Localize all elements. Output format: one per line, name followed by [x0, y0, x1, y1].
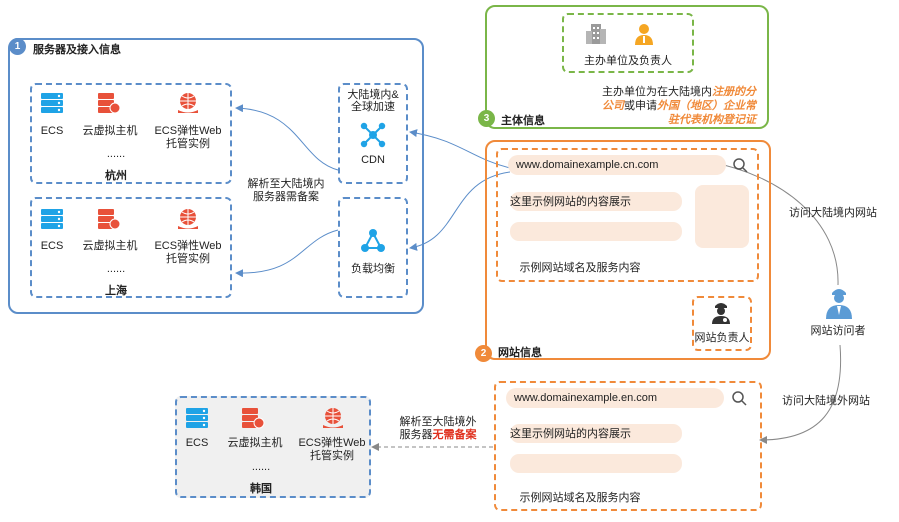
- building-icon: [586, 24, 606, 44]
- hz-vm-label: 云虚拟主机: [82, 125, 138, 137]
- overseas-content-text: 这里示例网站的内容展示: [510, 428, 631, 440]
- ecs-icon: [41, 209, 63, 229]
- resolve-domestic-1: 解析至大陆境内: [247, 178, 325, 190]
- search-icon[interactable]: [731, 390, 747, 406]
- resolve-overseas-text: 服务器: [399, 429, 433, 441]
- entity-info-panel: [485, 5, 769, 129]
- arrow-site-to-lb: [409, 171, 511, 251]
- hz-region: 杭州: [105, 170, 127, 182]
- hangzhou-group: [30, 83, 232, 184]
- person-icon: [635, 24, 653, 45]
- arrow-site-to-cdn: [409, 129, 511, 169]
- kr-web-label-2: 托管实例: [310, 450, 354, 462]
- overseas-caption: 示例网站域名及服务内容: [519, 492, 641, 504]
- visitor-label: 网站访问者: [810, 325, 866, 337]
- virtual-host-icon: [242, 408, 265, 429]
- sh-web-label-2: 托管实例: [166, 253, 210, 265]
- desc-highlight-1: 注册的分: [712, 86, 756, 98]
- sponsor-desc: 主办单位为在大陆境内注册的分 公司或申请外国（地区）企业常 驻代表机构登记证: [560, 85, 756, 127]
- virtual-host-icon: [98, 209, 121, 230]
- arrow-cdn-to-hangzhou: [235, 104, 339, 171]
- resolve-domestic-2: 服务器需备案: [253, 191, 319, 203]
- desc-highlight-3: 外国（地区）企业常: [657, 100, 756, 112]
- sh-region: 上海: [105, 285, 127, 297]
- arrow-visitor-to-domestic: [709, 159, 839, 286]
- cdn-line1: 大陆境内&: [347, 89, 399, 101]
- hz-web-label-2: 托管实例: [166, 138, 210, 150]
- sponsor-label: 主办单位及负责人: [584, 55, 672, 67]
- domestic-content-text: 这里示例网站的内容展示: [510, 196, 631, 208]
- cdn-icon: [360, 122, 386, 148]
- resolve-overseas-2: 服务器无需备案: [386, 429, 490, 442]
- kr-vm-label: 云虚拟主机: [227, 437, 283, 449]
- sh-ecs-label: ECS: [40, 240, 64, 252]
- cdn-box: [338, 83, 408, 184]
- overseas-content-placeholder-1: [510, 424, 682, 443]
- site-owner-box: [692, 296, 752, 351]
- overseas-site-mock: [494, 381, 762, 511]
- overseas-url-bar[interactable]: www.domainexample.en.com: [506, 388, 724, 408]
- domestic-url-bar[interactable]: www.domainexample.cn.com: [508, 155, 726, 175]
- sponsor-box: [562, 13, 694, 73]
- overseas-content-placeholder-2: [510, 454, 682, 473]
- hz-web-label-1: ECS弹性Web: [154, 125, 222, 137]
- kr-web-label-1: ECS弹性Web: [298, 437, 366, 449]
- desc-text-2: 或申请: [624, 100, 657, 112]
- virtual-host-icon: [98, 93, 121, 114]
- shanghai-group: [30, 197, 232, 298]
- load-balancer-icon: [361, 229, 385, 252]
- desc-highlight-4: 驻代表机构登记证: [668, 114, 756, 126]
- image-placeholder: [695, 185, 749, 248]
- section2-title: 网站信息: [498, 347, 542, 359]
- resolve-overseas-1: 解析至大陆境外: [399, 416, 477, 428]
- section2-number: 2: [475, 345, 492, 362]
- web-hosting-icon: [178, 209, 198, 229]
- sh-vm-label: 云虚拟主机: [82, 240, 138, 252]
- web-hosting-icon: [178, 93, 198, 113]
- visitor-icon: [826, 289, 852, 319]
- lb-label: 负载均衡: [351, 263, 395, 275]
- section3-number: 3: [478, 110, 495, 127]
- section1-title: 服务器及接入信息: [33, 44, 121, 56]
- ecs-icon: [186, 408, 208, 428]
- ecs-icon: [41, 93, 63, 113]
- content-placeholder-1: [510, 192, 682, 211]
- kr-region: 韩国: [250, 483, 272, 495]
- sh-web-label-1: ECS弹性Web: [154, 240, 222, 252]
- kr-more: ......: [251, 461, 271, 473]
- desc-text-1: 主办单位为在大陆境内: [602, 86, 712, 98]
- server-access-panel: [8, 38, 424, 314]
- domestic-caption: 示例网站域名及服务内容: [519, 262, 641, 274]
- website-info-panel: [485, 140, 771, 360]
- desc-highlight-2: 公司: [602, 100, 624, 112]
- hz-more: ......: [106, 148, 126, 160]
- no-filing-highlight: 无需备案: [432, 429, 477, 441]
- hz-ecs-label: ECS: [40, 125, 64, 137]
- load-balancer-box: [338, 197, 408, 298]
- content-placeholder-2: [510, 222, 682, 241]
- sh-more: ......: [106, 263, 126, 275]
- visit-domestic-label: 访问大陆境内网站: [789, 207, 877, 219]
- search-icon[interactable]: [732, 157, 748, 173]
- site-owner-label: 网站负责人: [694, 332, 750, 344]
- domestic-site-mock: [496, 148, 759, 282]
- visit-overseas-label: 访问大陆境外网站: [782, 395, 870, 407]
- site-owner-icon: [712, 303, 730, 324]
- web-hosting-icon: [323, 408, 343, 428]
- section3-title: 主体信息: [501, 115, 545, 127]
- cdn-line2: 全球加速: [351, 101, 395, 113]
- kr-ecs-label: ECS: [185, 437, 209, 449]
- arrow-visitor-to-overseas: [759, 344, 842, 444]
- cdn-label: CDN: [361, 154, 385, 166]
- arrow-lb-to-shanghai: [235, 229, 339, 278]
- section1-number: 1: [9, 38, 26, 55]
